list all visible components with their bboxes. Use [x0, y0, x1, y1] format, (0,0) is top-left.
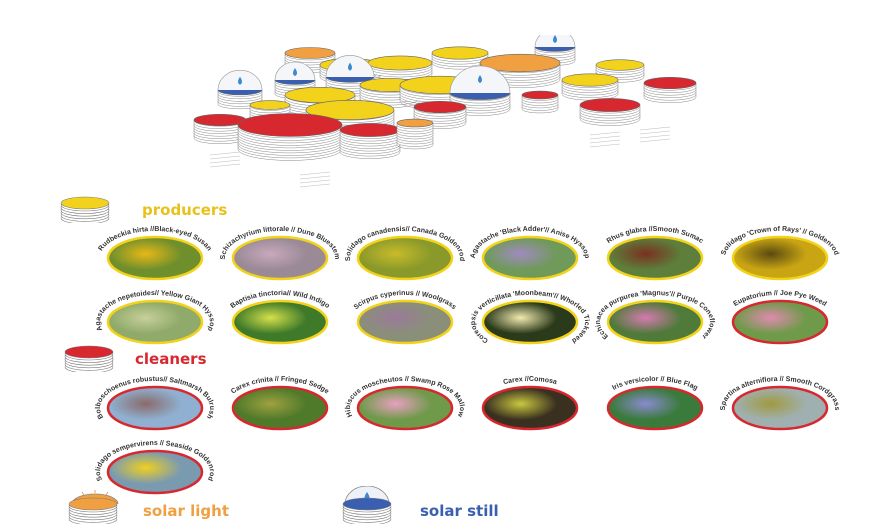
- producers-legend-label: producers: [142, 201, 228, 219]
- producer-planter: [367, 55, 433, 83]
- producers-plant-7: Agastache nepetoides// Yellow Giant Hyss…: [95, 290, 215, 345]
- plant-photo: [481, 235, 579, 281]
- plant-photo: [356, 299, 454, 345]
- solar-light-legend-label: solar light: [143, 502, 229, 520]
- producers-plant-4: Agastache 'Black Adder'// Anise Hyssop: [470, 226, 590, 281]
- cleaner-planter: [579, 98, 641, 126]
- plant-photo: [231, 235, 329, 281]
- cleaner-planter: [643, 76, 697, 103]
- plant-photo: [106, 299, 204, 345]
- solar-still-planter: [325, 55, 375, 97]
- plant-photo: [106, 385, 204, 431]
- plant-photo: [731, 235, 829, 281]
- producers-plant-12: Eupatorium // Joe Pye Weed: [731, 290, 829, 345]
- cleaners-plant-3: Hibiscus moscheutos // Swamp Rose Mallow: [345, 376, 465, 431]
- planter-module-illustration: [193, 35, 697, 188]
- producers-plant-2: Schizachyrium littorale // Dune Bluestem: [220, 226, 340, 281]
- plant-photo: [731, 299, 829, 345]
- cleaner-planter: [521, 90, 559, 114]
- plant-photo: [481, 385, 579, 431]
- producers-legend-icon: [60, 196, 110, 223]
- producer-planter: [595, 59, 645, 83]
- plant-photo: [106, 449, 204, 495]
- cleaner-planter: [413, 100, 467, 129]
- plant-photo: [356, 235, 454, 281]
- producer-planter: [561, 73, 619, 101]
- solar-light-planter: [396, 118, 434, 150]
- plant-photo: [231, 299, 329, 345]
- solar-light-legend-icon: [68, 490, 119, 524]
- plant-photo: [606, 299, 704, 345]
- plant-photo: [606, 385, 704, 431]
- producers-plant-1: Rudbeckia hirta //Black-eyed Susan: [97, 226, 213, 281]
- plant-photo: [731, 385, 829, 431]
- cleaner-planter: [237, 113, 343, 161]
- plant-label: Carex //Comosa: [503, 376, 558, 386]
- producers-plant-10: Coreopsis verticillata 'Moonbeam'// Whor…: [470, 290, 590, 345]
- plant-photo: [106, 235, 204, 281]
- plant-photo: [606, 235, 704, 281]
- producers-plant-6: Solidago 'Crown of Rays' // Goldenrod: [720, 226, 840, 281]
- cleaners-plant-7: Solidago sempervirens // Seaside Goldenr…: [95, 440, 215, 495]
- cleaners-plant-4: Carex //Comosa: [481, 376, 579, 431]
- cleaners-legend-icon: [64, 345, 114, 372]
- producer-planter: [431, 46, 489, 70]
- cleaners-plant-6: Spartina alterniflora // Smooth Cordgras…: [720, 376, 840, 431]
- solar-still-legend-label: solar still: [420, 502, 499, 520]
- plant-photo: [481, 299, 579, 345]
- producers-plant-9: Scirpus cyperinus // Woolgrass: [353, 290, 457, 345]
- plant-photo: [356, 385, 454, 431]
- producers-plant-3: Solidago canadensis// Canada Goldenrod: [345, 226, 465, 281]
- producers-plant-11: Echinacea purpurea 'Magnus'// Purple Con…: [595, 290, 715, 345]
- cleaners-plant-1: Bolboschoenus robustus// Saltmarsh Bulru…: [95, 376, 215, 431]
- cleaner-planter: [339, 123, 401, 159]
- solar-still-legend-icon: [342, 486, 392, 524]
- producers-plant-8: Baptisia tinctoria// Wild Indigo: [229, 290, 331, 345]
- plant-photo: [231, 385, 329, 431]
- solar-still-planter: [449, 65, 511, 116]
- cleaners-legend-label: cleaners: [135, 350, 207, 368]
- cleaners-plant-5: Iris versicolor // Blue Flag: [606, 376, 704, 431]
- producers-plant-5: Rhus glabra //Smooth Sumac: [606, 226, 704, 281]
- cleaners-plant-2: Carex crinita // Fringed Sedge: [230, 376, 330, 431]
